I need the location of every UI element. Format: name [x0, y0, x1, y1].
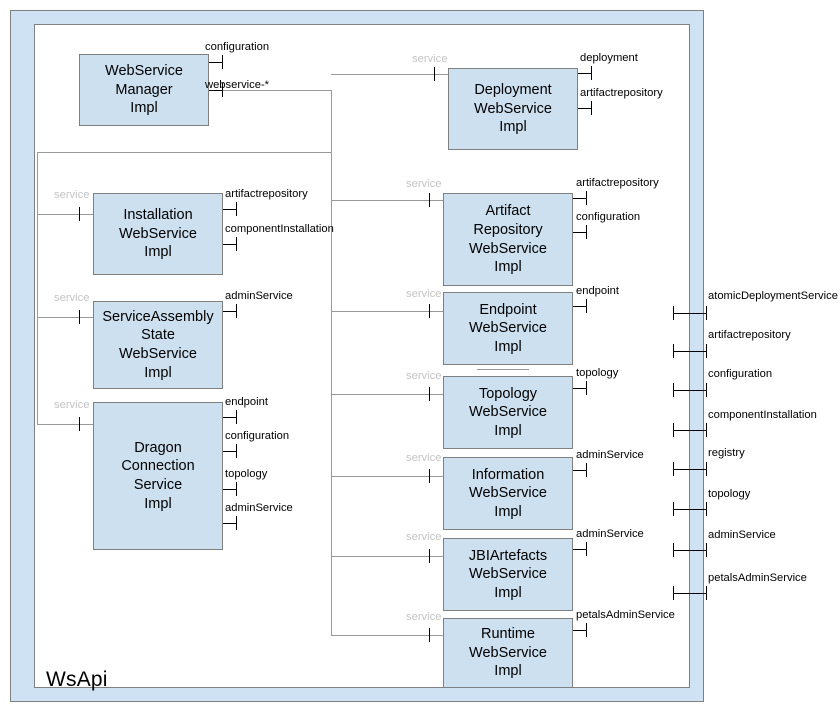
frame-port-label-adminservice: adminService — [708, 529, 776, 541]
port-label-artifactrepository-1: artifactrepository — [225, 188, 308, 200]
port-label-dragon-configuration: configuration — [225, 430, 290, 442]
required-port-label-topology: service — [406, 370, 442, 382]
port-label-endpoint-endpoint: endpoint — [576, 285, 619, 297]
component-label: ServiceAssembly State WebService Impl — [102, 308, 214, 381]
required-port-label-jbiartefacts: service — [406, 531, 442, 543]
component-label: Runtime WebService Impl — [469, 626, 547, 680]
component-endpoint-webservice-impl[interactable]: Endpoint WebService Impl — [443, 292, 573, 365]
wire-bus-deployment — [331, 74, 448, 75]
frame-port-label-registry: registry — [708, 447, 745, 459]
component-deployment-webservice-impl[interactable]: Deployment WebService Impl — [448, 68, 578, 150]
component-label: JBIArtefacts WebService Impl — [468, 547, 548, 601]
wire-bus-information — [331, 476, 443, 477]
component-topology-webservice-impl[interactable]: Topology WebService Impl — [443, 376, 573, 449]
component-information-webservice-impl[interactable]: Information WebService Impl — [443, 457, 573, 530]
wire-manager-to-bus — [221, 90, 331, 91]
required-port-label-installation: service — [54, 189, 90, 201]
required-port-dragon-service[interactable] — [79, 417, 80, 431]
component-serviceassembly-state-webservice-impl[interactable]: ServiceAssembly State WebService Impl — [93, 301, 223, 389]
frame-port-label-petalsadminservice: petalsAdminService — [708, 572, 807, 584]
frame-port-label-atomicdeploymentservice: atomicDeploymentService — [708, 290, 838, 302]
wire-bus-artifactrepo — [331, 200, 443, 201]
component-label: WebService Manager Impl — [105, 63, 183, 117]
frame-port-label-configuration: configuration — [708, 368, 773, 380]
frame-port-label-topology: topology — [708, 488, 751, 500]
port-label-dragon-endpoint: endpoint — [225, 396, 268, 408]
required-port-label-information: service — [406, 452, 442, 464]
port-label-jbiartefacts-adminservice: adminService — [576, 528, 644, 540]
required-port-deployment-service[interactable] — [434, 67, 435, 81]
component-label: Endpoint WebService Impl — [469, 301, 547, 355]
required-port-endpoint-service[interactable] — [429, 304, 430, 318]
frame-port-label-componentinstallation: componentInstallation — [708, 409, 817, 421]
component-jbiartefacts-webservice-impl[interactable]: JBIArtefacts WebService Impl — [443, 538, 573, 611]
required-port-artifactrepo-service[interactable] — [429, 193, 430, 207]
component-dragon-connection-service-impl[interactable]: Dragon Connection Service Impl — [93, 402, 223, 550]
port-label-configuration: configuration — [205, 41, 270, 53]
required-port-jbiartefacts-service[interactable] — [429, 549, 430, 563]
required-port-runtime-service[interactable] — [429, 628, 430, 642]
required-port-label-dragon: service — [54, 399, 90, 411]
left-service-bus — [37, 152, 38, 424]
required-port-label-runtime: service — [406, 611, 442, 623]
port-label-information-adminservice: adminService — [576, 449, 644, 461]
port-label-deployment: deployment — [580, 52, 638, 64]
wire-left-bus-top — [37, 152, 332, 153]
required-port-serviceassembly-service[interactable] — [79, 310, 80, 324]
port-label-runtime-petalsadminservice: petalsAdminService — [576, 609, 675, 621]
wire-stub-above-topology — [477, 369, 529, 370]
wire-bus-runtime — [331, 635, 443, 636]
component-label: Topology WebService Impl — [469, 385, 547, 439]
component-label: Dragon Connection Service Impl — [121, 439, 195, 512]
port-label-deployment-artifactrepository: artifactrepository — [580, 87, 663, 99]
port-label-webservice-star: webservice-* — [205, 79, 270, 91]
wire-bus-endpoint — [331, 311, 443, 312]
port-label-dragon-adminservice: adminService — [225, 502, 293, 514]
wire-bus-jbiartefacts — [331, 556, 443, 557]
port-label-artifactrepo-artifactrepository: artifactrepository — [576, 177, 659, 189]
component-label: Artifact Repository WebService Impl — [469, 203, 547, 276]
wire-bus-topology — [331, 394, 443, 395]
component-label: Information WebService Impl — [469, 466, 547, 520]
wire-leftbus-serviceassembly — [37, 317, 95, 318]
wire-leftbus-installation — [37, 214, 93, 215]
component-artifact-repository-webservice-impl[interactable]: Artifact Repository WebService Impl — [443, 193, 573, 286]
required-port-label-endpoint: service — [406, 288, 442, 300]
required-port-label-artifactrepo: service — [406, 178, 442, 190]
component-installation-webservice-impl[interactable]: Installation WebService Impl — [93, 193, 223, 275]
component-runtime-webservice-impl[interactable]: Runtime WebService Impl — [443, 618, 573, 688]
required-port-label-serviceassembly: service — [54, 292, 90, 304]
port-label-componentinstallation-1: componentInstallation — [225, 223, 334, 235]
port-label-dragon-topology: topology — [225, 468, 268, 480]
page-title: WsApi — [46, 668, 108, 691]
wire-leftbus-dragon — [37, 424, 94, 425]
required-port-information-service[interactable] — [429, 469, 430, 483]
port-label-topology-topology: topology — [576, 367, 619, 379]
component-label: Deployment WebService Impl — [474, 82, 552, 136]
required-port-topology-service[interactable] — [429, 387, 430, 401]
port-label-artifactrepo-configuration: configuration — [576, 211, 641, 223]
required-port-label-deployment: service — [412, 53, 448, 65]
middle-service-bus — [331, 90, 332, 635]
component-label: Installation WebService Impl — [119, 207, 197, 261]
component-webservice-manager-impl[interactable]: WebService Manager Impl — [79, 54, 209, 126]
frame-port-label-artifactrepository: artifactrepository — [708, 329, 791, 341]
required-port-installation-service[interactable] — [79, 207, 80, 221]
port-label-adminservice-sa: adminService — [225, 290, 293, 302]
